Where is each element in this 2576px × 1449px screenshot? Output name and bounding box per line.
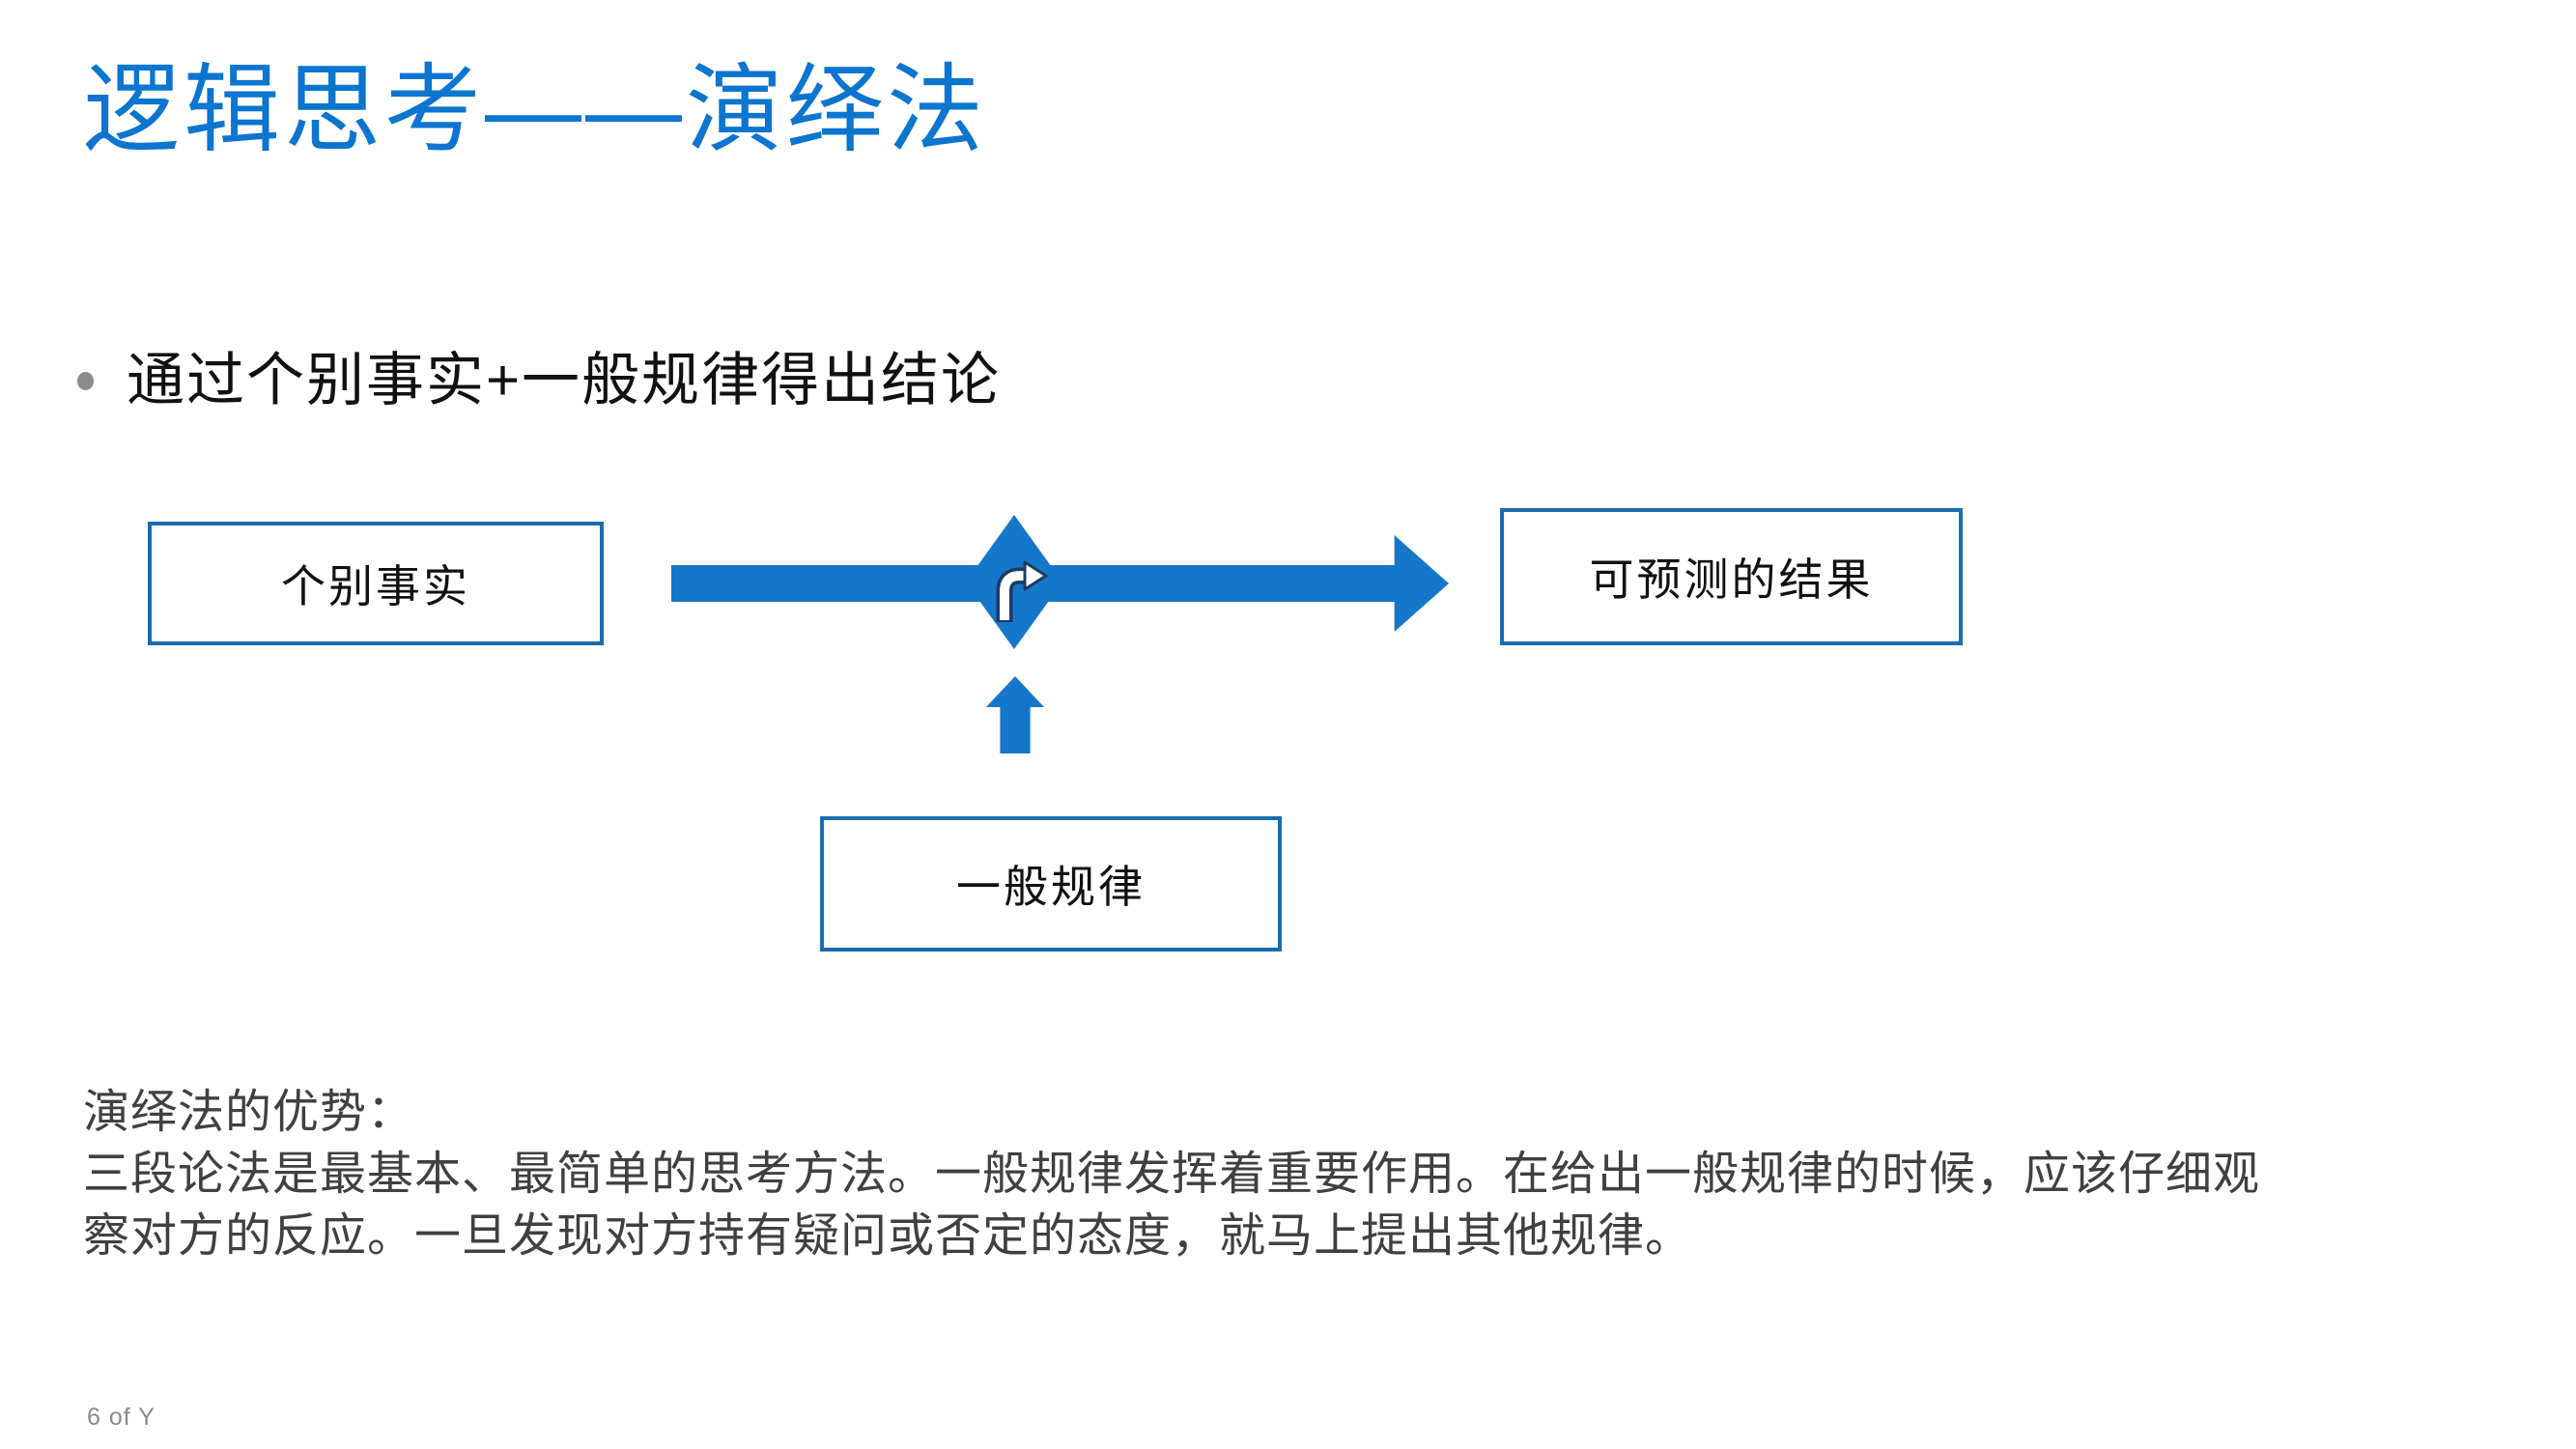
- box-label-predictable-result: 可预测的结果: [1589, 554, 1874, 605]
- diagram-box-general-rule: 一般规律: [820, 816, 1282, 952]
- box-label-general-rule: 一般规律: [956, 862, 1146, 912]
- advantage-heading-line: 演绎法的优势：: [83, 1087, 415, 1138]
- advantage-body-line-1: 三段论法是最基本、最简单的思考方法。一般规律发挥着重要作用。在给出一般规律的时候…: [83, 1149, 2261, 1200]
- up-arrow-shape: [986, 676, 1044, 753]
- advantage-paragraph: 演绎法的优势： 三段论法是最基本、最简单的思考方法。一般规律发挥着重要作用。在给…: [83, 1082, 2260, 1267]
- advantage-body-line-2: 察对方的反应。一旦发现对方持有疑问或否定的态度，就马上提出其他规律。: [83, 1210, 1693, 1262]
- bullet-text: 通过个别事实+一般规律得出结论: [127, 348, 1002, 412]
- page-number: 6 of Y: [87, 1404, 156, 1431]
- bullet-dot-icon: [77, 371, 94, 390]
- diagram-box-individual-facts: 个别事实: [148, 522, 604, 645]
- slide-title: 逻辑思考——演绎法: [83, 56, 987, 164]
- bullet-row: 通过个别事实+一般规律得出结论: [77, 348, 1001, 413]
- box-label-individual-facts: 个别事实: [281, 561, 470, 611]
- diagram-box-predictable-result: 可预测的结果: [1500, 508, 1963, 645]
- turn-right-arrow-icon: [996, 560, 1048, 622]
